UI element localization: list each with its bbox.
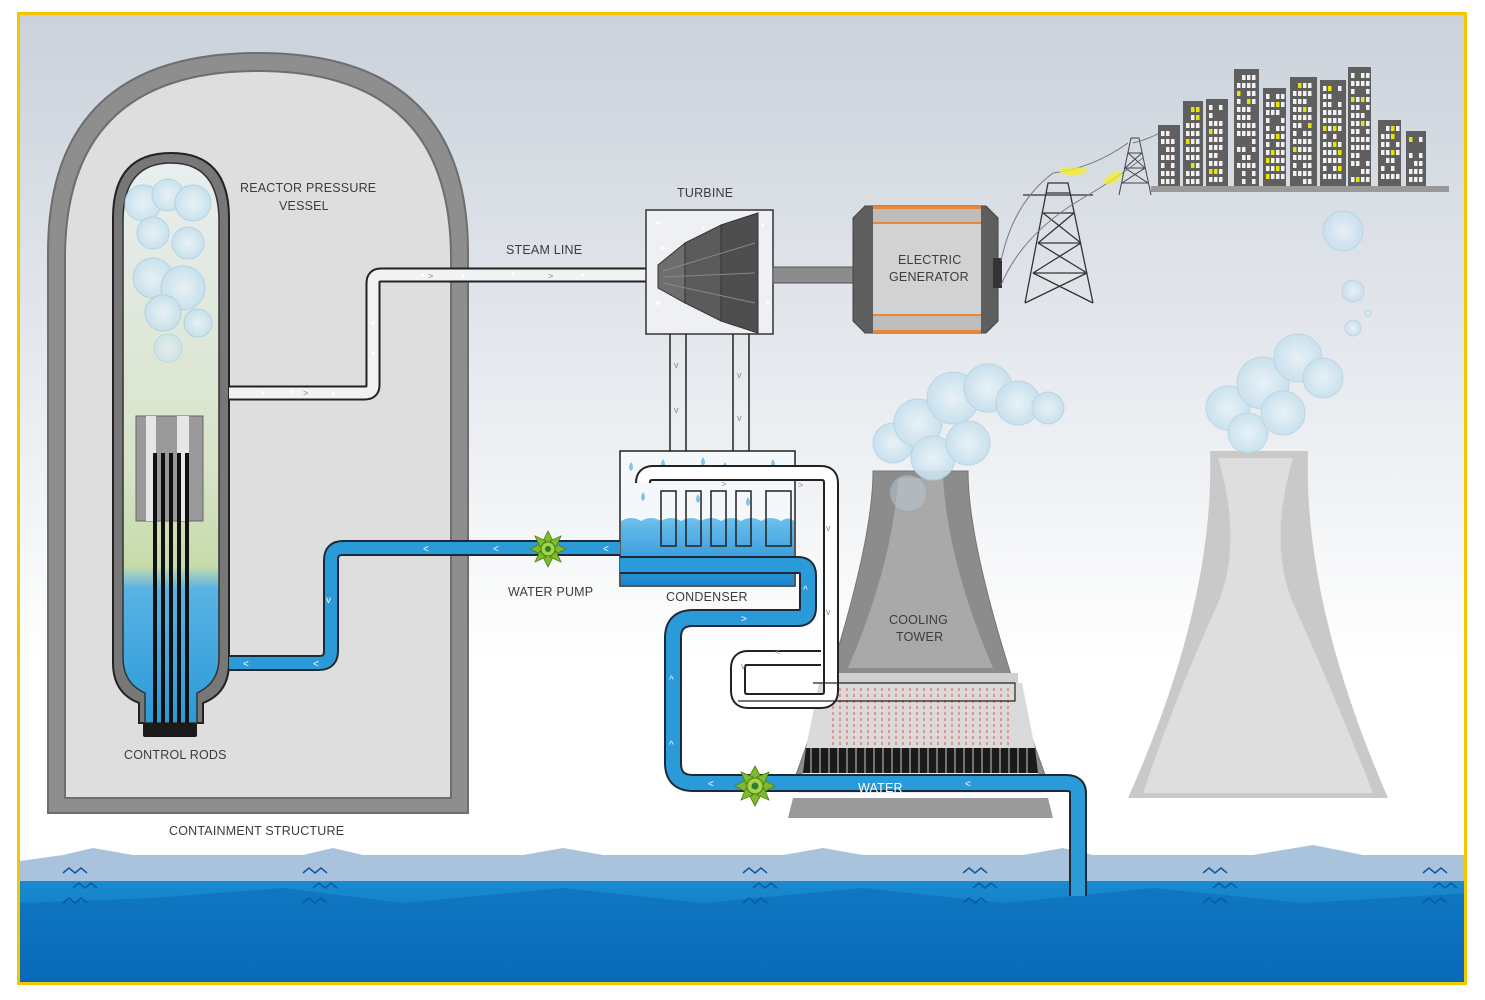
- svg-text:>: >: [428, 271, 433, 281]
- svg-text:v: v: [326, 595, 331, 606]
- cooling-coil-pipe: > > v v < v: [635, 465, 1016, 709]
- turbine: [645, 209, 854, 335]
- sea-water-source: [20, 845, 1464, 982]
- svg-text:<: <: [423, 544, 429, 555]
- svg-text:<: <: [965, 779, 971, 790]
- circulating-pump-icon: [734, 765, 776, 807]
- diagram-frame: > > > v v v v: [17, 12, 1467, 985]
- cooling-tower-fill-media: [803, 748, 1038, 773]
- svg-text:v: v: [737, 413, 742, 423]
- water-label: WATER: [858, 781, 903, 795]
- svg-text:v: v: [674, 405, 679, 415]
- svg-text:v: v: [826, 523, 831, 533]
- cooling-tower-label: COOLING: [889, 613, 948, 627]
- steam-cloud-icon: [124, 178, 213, 363]
- background-cooling-tower: [1128, 210, 1388, 798]
- svg-text:<: <: [243, 659, 249, 670]
- condenser-tubes: [660, 490, 792, 547]
- svg-text:>: >: [798, 480, 803, 490]
- svg-text:v: v: [737, 370, 742, 380]
- svg-text:<: <: [603, 544, 609, 555]
- svg-text:<: <: [775, 647, 780, 657]
- svg-text:v: v: [826, 607, 831, 617]
- svg-text:^: ^: [669, 675, 674, 686]
- reactor-pressure-vessel-label: REACTOR PRESSURE: [240, 181, 376, 195]
- svg-text:>: >: [721, 479, 726, 489]
- electricity-spark-icon: [1103, 171, 1123, 185]
- small-transmission-tower-icon: [1118, 137, 1152, 196]
- power-plant-diagram: > > > v v v v: [20, 15, 1464, 982]
- containment-structure-label: CONTAINMENT STRUCTURE: [169, 824, 344, 838]
- feedwater-pipe: < < < v < <: [229, 540, 620, 671]
- reactor-pressure-vessel-label-line2: VESSEL: [279, 199, 329, 213]
- svg-text:<: <: [708, 779, 714, 790]
- electric-generator: [852, 205, 1002, 334]
- electric-generator-label: ELECTRIC: [898, 253, 961, 267]
- control-rods: [143, 453, 197, 737]
- containment-structure: [47, 51, 469, 814]
- cooling-tower-label-line2: TOWER: [896, 630, 943, 644]
- svg-text:>: >: [303, 388, 308, 398]
- steam-line-pipe: > > >: [229, 267, 663, 401]
- electric-generator-label-line2: GENERATOR: [889, 270, 969, 284]
- svg-text:>: >: [741, 614, 747, 625]
- svg-text:^: ^: [669, 740, 674, 751]
- svg-text:<: <: [493, 544, 499, 555]
- steam-plume-icon: [872, 363, 1065, 511]
- steam-line-label: STEAM LINE: [506, 243, 582, 257]
- turbine-label: TURBINE: [677, 186, 733, 200]
- reactor-pressure-vessel: [112, 151, 230, 737]
- electricity-spark-icon: [1059, 167, 1087, 175]
- svg-text:v: v: [741, 661, 746, 671]
- control-rods-label: CONTROL RODS: [124, 748, 227, 762]
- svg-text:v: v: [674, 360, 679, 370]
- condenser-label: CONDENSER: [666, 590, 748, 604]
- svg-text:^: ^: [803, 585, 808, 596]
- water-pump-icon: [529, 530, 567, 568]
- water-pump-label: WATER PUMP: [508, 585, 593, 599]
- svg-text:<: <: [313, 659, 319, 670]
- circulating-water-pipe: < < ^ ^ > ^: [620, 556, 1087, 896]
- svg-text:>: >: [548, 271, 553, 281]
- exhaust-pipes: v v v v: [669, 334, 750, 463]
- city-skyline: [1151, 67, 1449, 192]
- transmission-tower-icon: [1023, 182, 1094, 304]
